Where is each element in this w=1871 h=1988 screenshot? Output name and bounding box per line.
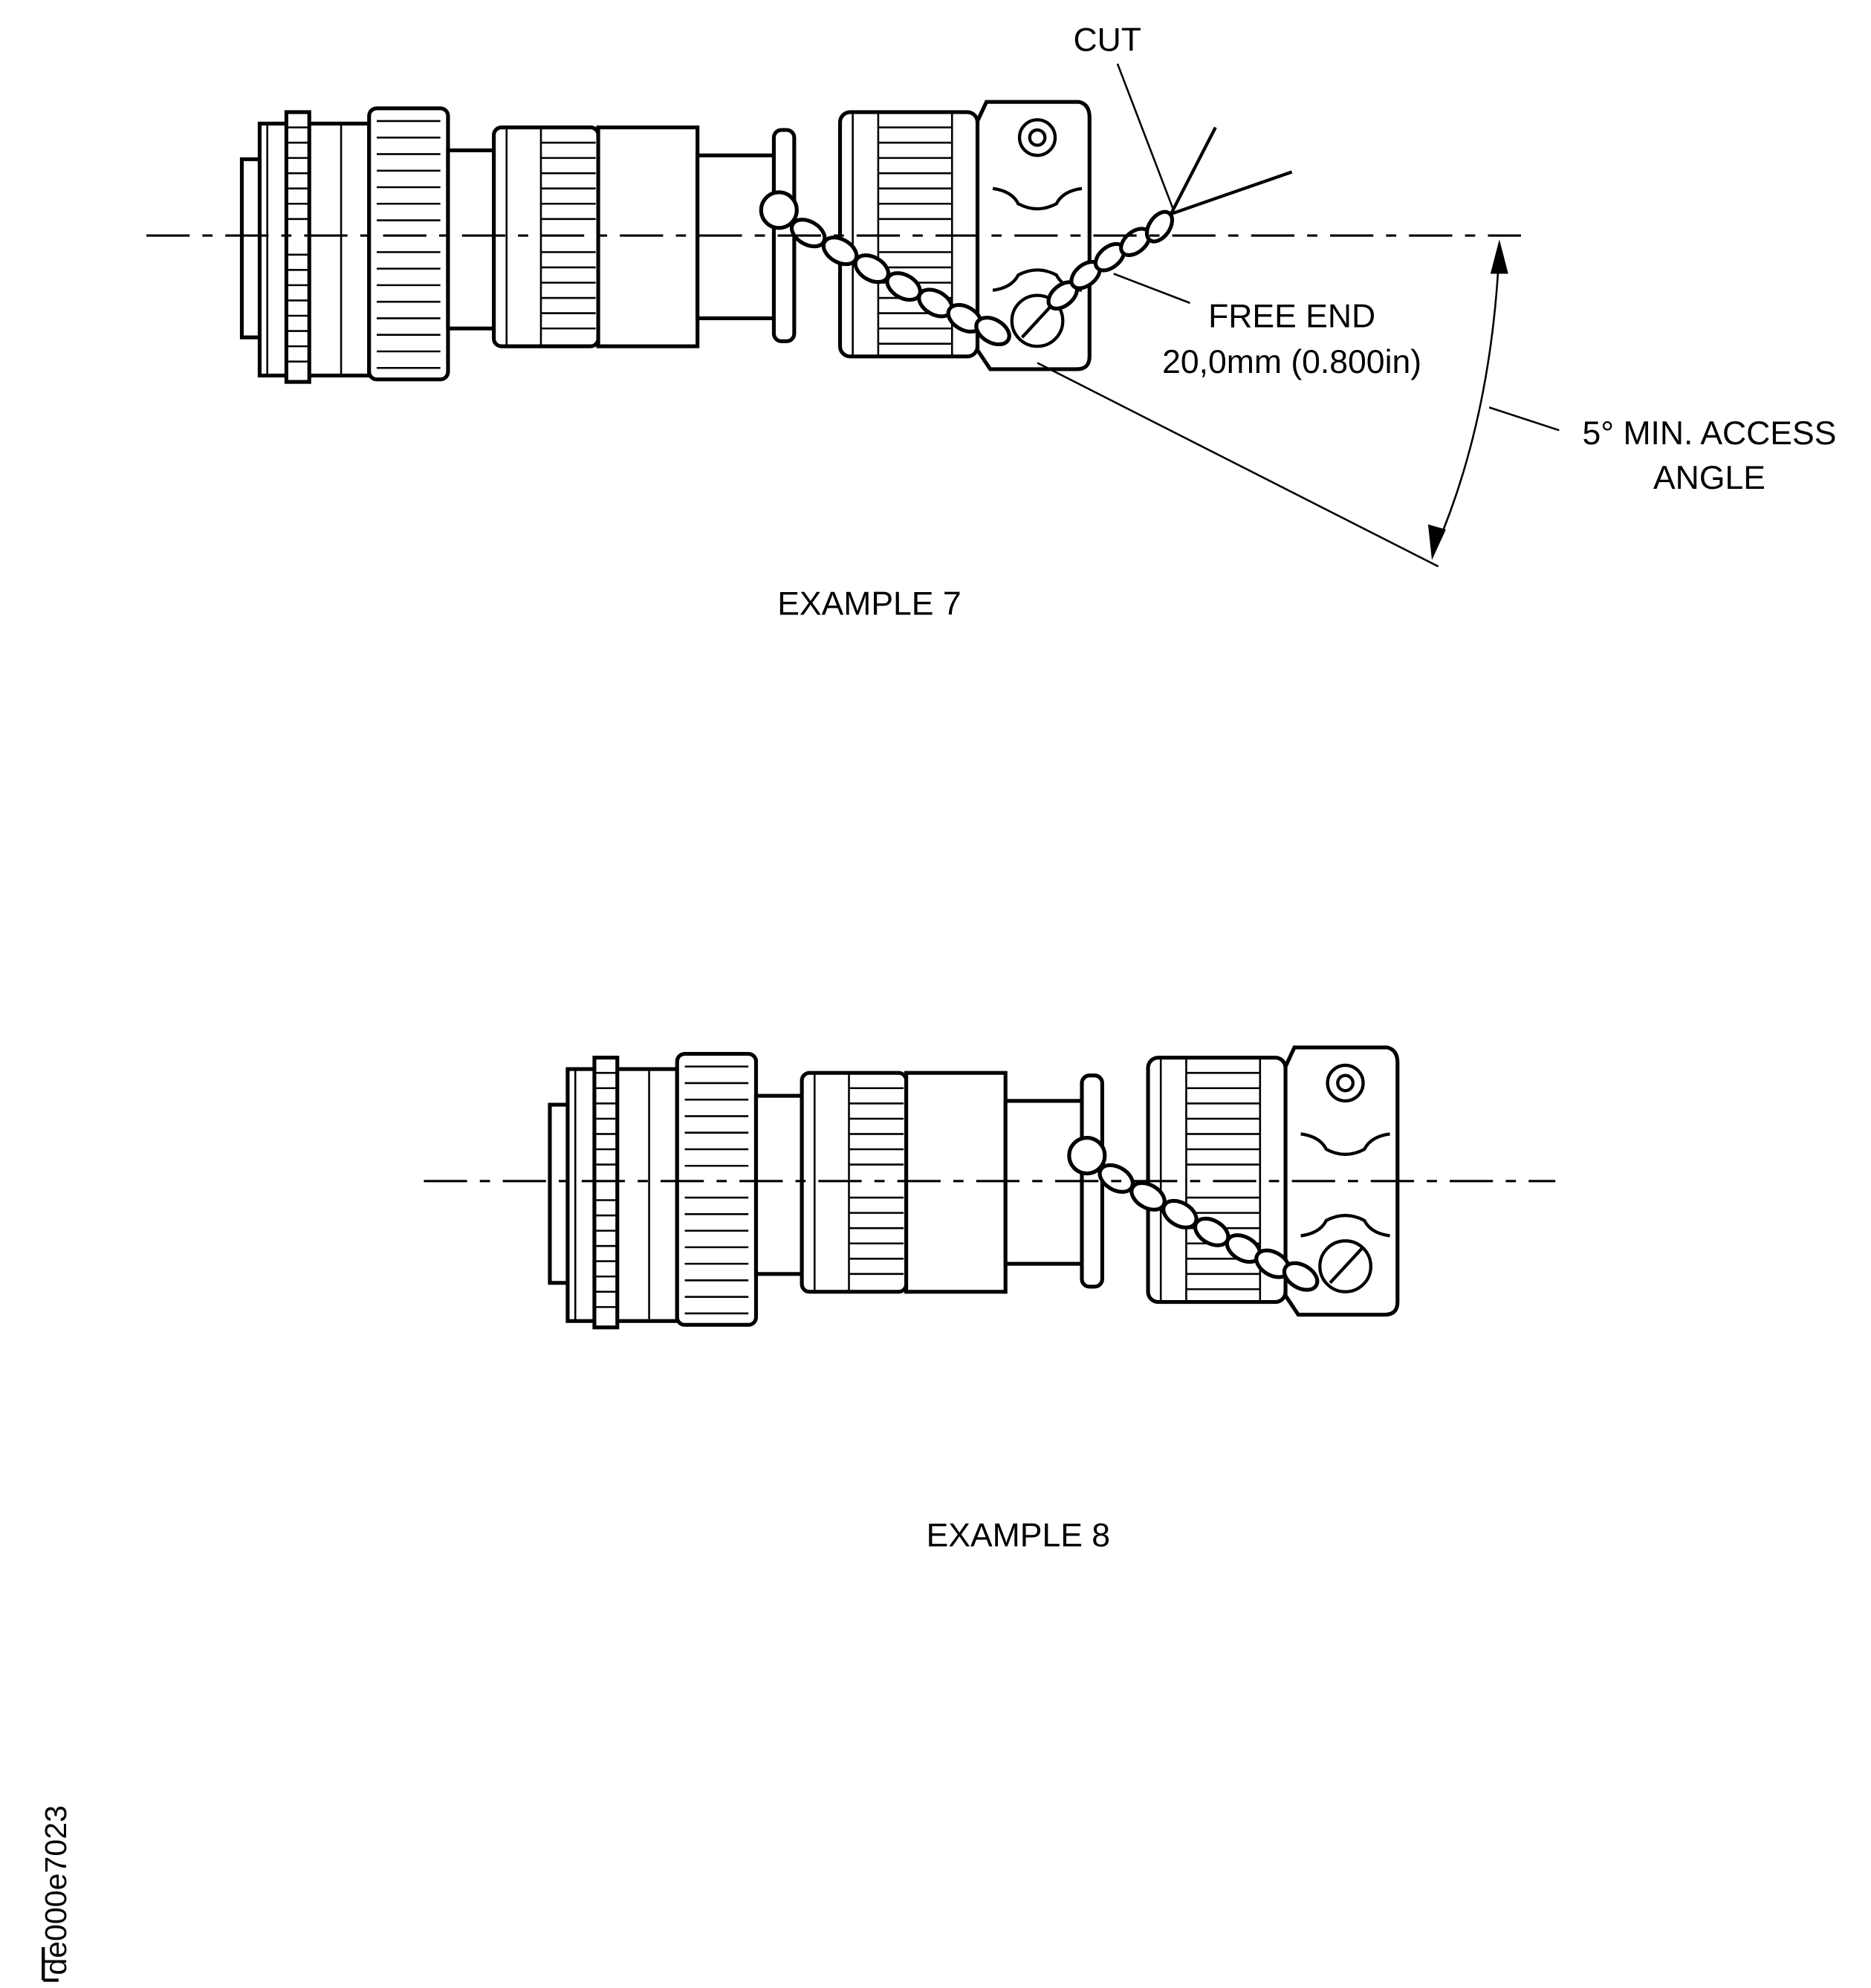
cut-leader	[1116, 63, 1175, 211]
arrow-down-icon	[1427, 524, 1446, 560]
example-8-title: EXAMPLE 8	[927, 1517, 1110, 1553]
access-line	[1037, 362, 1439, 568]
angle-leader	[1488, 406, 1560, 432]
figure-id-bracket	[42, 1946, 59, 1982]
free-end-length: 20,0mm (0.800in)	[1162, 344, 1421, 380]
example-7-title: EXAMPLE 7	[777, 586, 961, 623]
angle-arc	[1433, 248, 1501, 552]
figure-id: de000e7023	[39, 1805, 73, 1975]
arrow-up-icon	[1490, 239, 1508, 274]
example-8-connector	[550, 1047, 1398, 1328]
example-7-connector	[241, 102, 1293, 382]
free-end-label: FREE END	[1208, 298, 1375, 334]
free-end-wire	[1046, 209, 1175, 311]
cut-label: CUT	[1073, 22, 1141, 59]
free-end-leader	[1113, 273, 1191, 305]
angle-label-line1: 5° MIN. ACCESS	[1583, 415, 1837, 452]
angle-label-line2: ANGLE	[1653, 460, 1765, 496]
